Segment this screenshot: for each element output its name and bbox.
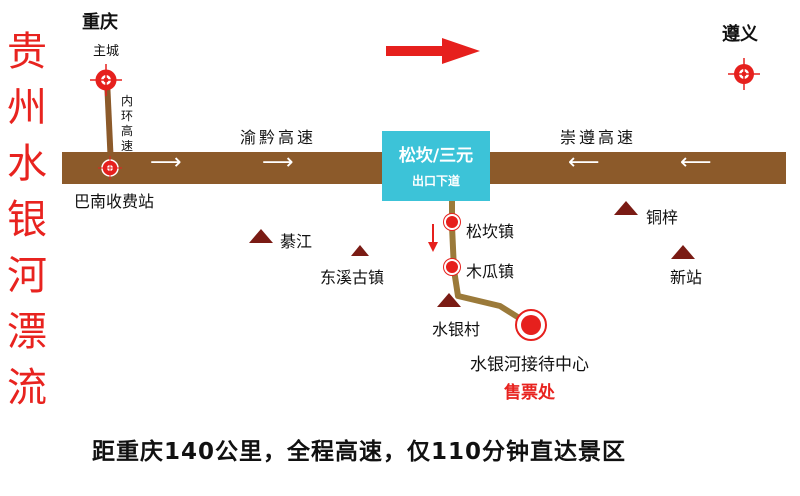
city-zunyi: 遵义 (722, 24, 758, 45)
title-char: 流 (7, 365, 47, 411)
vertical-title: 贵 州 水 银 河 漂 流 (4, 24, 50, 416)
arrow-left-icon: ⟵ (680, 150, 712, 175)
place-mugua: 木瓜镇 (466, 262, 515, 281)
arrow-right-icon (386, 38, 480, 64)
ticket-office-label: 售票处 (504, 383, 555, 403)
crosshair-marker-icon (728, 58, 760, 90)
arrow-left-icon: ⟵ (568, 150, 600, 175)
inner-ring-char: 速 (121, 139, 134, 153)
title-char: 漂 (7, 309, 47, 355)
place-qijiang: 綦江 (280, 232, 313, 251)
inner-ring-label: 内 环 高 速 (121, 94, 135, 154)
footer-note: 距重庆140公里，全程高速，仅110分钟直达景区 (92, 439, 627, 465)
inner-ring-char: 环 (121, 109, 134, 123)
arrow-down-icon (428, 224, 438, 252)
mountain-marker-icon (249, 229, 273, 243)
title-char: 银 (7, 197, 47, 243)
crosshair-marker-icon (98, 156, 122, 180)
crosshair-marker-icon (90, 64, 122, 96)
exit-box: 松坎/三元 出口下道 (382, 131, 490, 201)
place-songkan: 松坎镇 (466, 222, 515, 241)
inner-ring-char: 高 (121, 124, 134, 138)
reception-center-label: 水银河接待中心 (470, 355, 589, 375)
place-shuiyin-village: 水银村 (432, 320, 481, 339)
mountain-marker-icon (437, 293, 461, 307)
location-pin-icon (444, 214, 460, 230)
title-char: 河 (7, 253, 47, 299)
location-pin-icon (444, 259, 460, 275)
road-label-left: 渝黔高速 (240, 128, 317, 147)
mountain-marker-icon (351, 245, 369, 256)
inner-ring-road (104, 79, 114, 167)
mountain-marker-icon (614, 201, 638, 215)
inner-ring-char: 内 (121, 94, 134, 108)
arrow-right-icon: ⟶ (262, 150, 294, 175)
road-label-right: 崇遵高速 (560, 128, 637, 147)
exit-sub: 出口下道 (411, 174, 460, 188)
toll-station-label: 巴南收费站 (74, 192, 155, 211)
place-dongxi: 东溪古镇 (320, 268, 385, 287)
city-zhucheng: 主城 (93, 44, 120, 59)
place-tongzi: 铜梓 (646, 208, 679, 227)
title-char: 水 (7, 141, 47, 187)
title-char: 州 (7, 85, 47, 131)
place-xinzhan: 新站 (670, 268, 703, 287)
title-char: 贵 (7, 29, 47, 75)
arrow-right-icon: ⟶ (150, 150, 182, 175)
mountain-marker-icon (671, 245, 695, 259)
city-chongqing: 重庆 (82, 12, 118, 33)
location-pin-icon (515, 309, 547, 341)
exit-name: 松坎/三元 (398, 146, 474, 166)
